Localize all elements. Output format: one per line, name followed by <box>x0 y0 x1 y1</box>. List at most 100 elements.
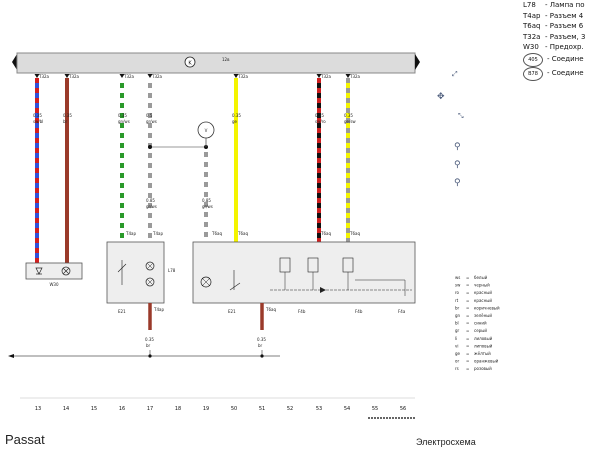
wire-color-code: gr/ws <box>146 119 157 124</box>
meter-link: V <box>148 121 215 149</box>
pan-arrows-icon[interactable]: ✥ <box>437 92 445 102</box>
legend-eq: = <box>466 283 469 288</box>
bus-bar: K 12в <box>12 52 420 74</box>
gnd-label-4: T6aq <box>265 307 276 312</box>
wire-arrow <box>233 74 239 78</box>
legend-code: ge <box>455 351 461 356</box>
wire-color-code: ge/sw <box>344 119 356 124</box>
legend-code: or <box>455 359 459 364</box>
wire-size: 0.35 <box>232 113 241 118</box>
legend-eq: = <box>466 321 469 326</box>
column-number: 16 <box>119 406 125 412</box>
legend-eq: = <box>466 313 469 318</box>
legend-name: белый <box>474 275 488 280</box>
legend-eq: = <box>466 343 469 348</box>
legend-name: черный <box>474 283 490 288</box>
column-number: 13 <box>35 406 41 412</box>
legend-name: розовый <box>474 366 492 371</box>
wire-arrow <box>147 74 153 78</box>
mid-wire-color: gr/ws <box>202 204 213 209</box>
w30-label: W30 <box>49 282 59 287</box>
top-legend-row: T4ap- Разъем 4 <box>523 11 600 22</box>
top-legend-code: L78 <box>523 1 536 9</box>
bus-right-arrow <box>415 54 420 70</box>
column-number: 50 <box>231 406 237 412</box>
legend-code: vi <box>455 343 458 348</box>
zoom-out-icon[interactable]: ⚲ <box>454 178 461 188</box>
legend-code: bl <box>455 321 459 326</box>
control-unit-component: T6aq T6aq T6aq T6aq <box>192 231 416 304</box>
column-number: 56 <box>400 406 406 412</box>
document-title: Электросхема <box>416 437 476 447</box>
legend-code: li <box>455 336 457 341</box>
column-number: 53 <box>316 406 322 412</box>
zoom-in-icon[interactable]: ⚲ <box>454 142 461 152</box>
legend-name: зелёный <box>474 313 492 318</box>
top-legend-text: - Разъем, 3 <box>545 32 586 41</box>
l78-conn-a: T4ap <box>125 231 136 236</box>
top-legend-row: T32a - Разъем, 3 <box>523 32 600 43</box>
legend-name: серый <box>474 328 487 333</box>
gnd-label-3: E21 <box>228 309 236 314</box>
top-legend-text: - Соедине <box>547 68 584 77</box>
legend-eq: = <box>466 275 469 280</box>
l78-conn-b: T4ap <box>152 231 163 236</box>
wire-size: 0.35 <box>63 113 72 118</box>
top-legend-row: L78 - Лампа по <box>523 0 600 11</box>
column-number: 15 <box>91 406 97 412</box>
legend-code: gn <box>455 313 461 318</box>
wire-arrow <box>345 74 351 78</box>
wire-arrow <box>34 74 40 78</box>
column-number: 54 <box>344 406 350 412</box>
bus-left-arrow <box>12 54 17 70</box>
wire-col-17: T32a 0.5gr/ws <box>146 74 163 242</box>
wire-connector-label: T32a <box>151 74 163 79</box>
wire-size: 0.35 <box>33 113 42 118</box>
gnd-label-2: T4ap <box>153 307 164 312</box>
wire-size: 0.5 <box>146 113 153 118</box>
legend-name: красный <box>474 290 492 295</box>
wires-group: T32a0.35sw/blT32a0.35brT32a0.35gn/wsT32a… <box>33 74 361 263</box>
column-number: 17 <box>147 406 153 412</box>
legend-code: sw <box>455 283 461 288</box>
bus-terminal-circle <box>184 56 196 68</box>
rotate-down-icon[interactable]: ⤡ <box>458 112 464 120</box>
top-legend-text: - Лампа по <box>545 1 585 9</box>
wire-size: 0.35 <box>344 113 353 118</box>
bus-sublabel: 12в <box>222 57 230 62</box>
cu-conn-b: T6aq <box>237 231 248 236</box>
gnd-label-7: F4a <box>398 309 406 314</box>
gnd-wire-2-color: br <box>258 343 263 348</box>
top-legend-code: T32a <box>523 32 541 41</box>
wire-color-code: ge <box>232 119 238 124</box>
rotate-up-icon[interactable]: ⤢ <box>452 70 458 78</box>
wire-connector-label: T32a <box>320 74 332 79</box>
top-legend-text: - Соедине <box>547 54 584 63</box>
w30-component: W30 <box>25 262 83 287</box>
legend-name: коричневый <box>474 305 500 310</box>
wire-arrow <box>119 74 125 78</box>
legend-eq: = <box>466 328 469 333</box>
wire-connector-label: T32a <box>237 74 249 79</box>
gnd-label-5: F4b <box>298 309 306 314</box>
legend-eq: = <box>466 351 469 356</box>
legend-name: лиловый <box>474 336 493 341</box>
legend-eq: = <box>466 359 469 364</box>
top-legend-row: W30- Предохр. <box>523 42 600 53</box>
legend-name: оранжевый <box>474 359 499 364</box>
column-number: 19 <box>203 406 209 412</box>
cu-conn-c: T6aq <box>320 231 331 236</box>
gnd-wire-1-size: 0.35 <box>145 337 154 342</box>
legend-code: gr <box>455 328 460 333</box>
legend-eq: = <box>466 305 469 310</box>
column-number: 55 <box>372 406 378 412</box>
zoom-fit-icon[interactable]: ⚲ <box>454 160 461 170</box>
legend-code: br <box>455 305 460 310</box>
meter-symbol <box>197 121 215 139</box>
